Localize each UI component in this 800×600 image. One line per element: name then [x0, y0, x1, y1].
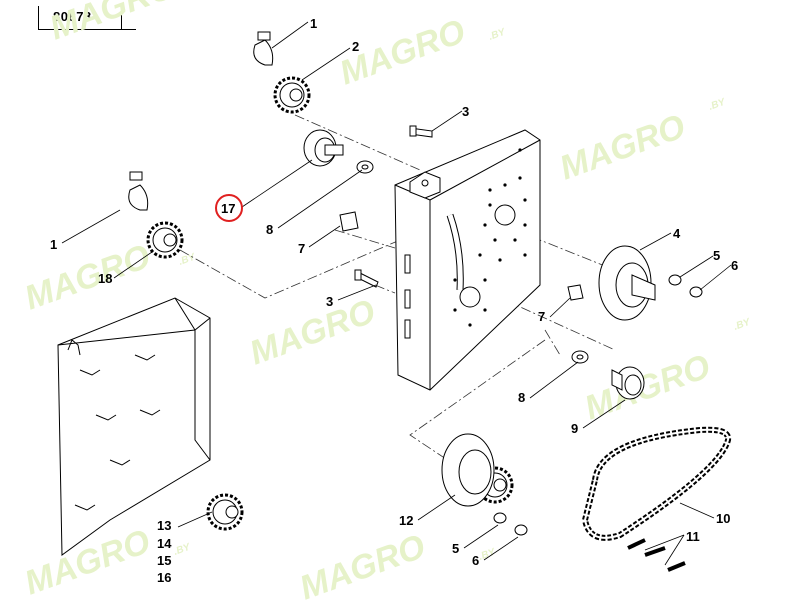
callout-16[interactable]: 16 — [157, 570, 171, 585]
callout-8b[interactable]: 8 — [518, 390, 525, 405]
sprocket-parts — [146, 76, 514, 531]
drawing-ref-number: 80878 — [53, 9, 92, 24]
callout-7b[interactable]: 7 — [538, 309, 545, 324]
callout-6a[interactable]: 6 — [731, 258, 738, 273]
watermark-8: MAGRO — [295, 527, 430, 600]
callout-12[interactable]: 12 — [399, 513, 413, 528]
watermark-suffix-5: .BY — [732, 316, 753, 332]
lynch-pins — [128, 31, 274, 211]
watermark-4: MAGRO — [20, 237, 155, 317]
frame-plate-holes — [453, 148, 527, 327]
callout-1b[interactable]: 1 — [50, 237, 57, 252]
frame-plate — [394, 129, 541, 391]
highlight-ring — [215, 194, 243, 222]
callout-18[interactable]: 18 — [98, 271, 112, 286]
bearing-units — [441, 245, 656, 507]
callout-1a[interactable]: 1 — [310, 16, 317, 31]
watermark-suffix-6: .BY — [172, 541, 193, 557]
callout-14[interactable]: 14 — [157, 536, 172, 551]
callout-2[interactable]: 2 — [352, 39, 359, 54]
roller-chain — [581, 426, 732, 572]
callout-6b[interactable]: 6 — [472, 553, 479, 568]
callout-4[interactable]: 4 — [673, 226, 681, 241]
watermark-suffix-1: .BY — [487, 26, 508, 42]
callout-17[interactable]: 17 — [221, 201, 235, 216]
watermark-1: MAGRO — [45, 0, 180, 48]
watermark-6: MAGRO — [580, 347, 715, 427]
callout-15[interactable]: 15 — [157, 553, 171, 568]
watermark-5: MAGRO — [245, 292, 380, 372]
callout-3b[interactable]: 3 — [326, 294, 333, 309]
drawing-ref-underline — [38, 29, 136, 30]
watermark-suffix-2: .BY — [707, 96, 728, 112]
side-plate — [57, 297, 211, 556]
callout-8a[interactable]: 8 — [266, 222, 273, 237]
callout-labels: 1 2 3 17 8 7 1 18 3 4 5 6 7 8 9 12 13 14… — [50, 16, 738, 585]
watermark-3: MAGRO — [555, 107, 690, 187]
leader-lines — [61, 21, 732, 566]
watermark-suffix-3: .BY — [177, 251, 198, 267]
watermark-suffix-7: .BY — [477, 546, 498, 562]
callout-10[interactable]: 10 — [716, 511, 730, 526]
hardware-parts — [303, 125, 703, 536]
callout-3a[interactable]: 3 — [462, 104, 469, 119]
callout-11[interactable]: 11 — [686, 529, 700, 544]
callout-5b[interactable]: 5 — [452, 541, 459, 556]
callout-9[interactable]: 9 — [571, 421, 578, 436]
callout-13[interactable]: 13 — [157, 518, 171, 533]
callout-5a[interactable]: 5 — [713, 248, 720, 263]
callout-7a[interactable]: 7 — [298, 241, 305, 256]
